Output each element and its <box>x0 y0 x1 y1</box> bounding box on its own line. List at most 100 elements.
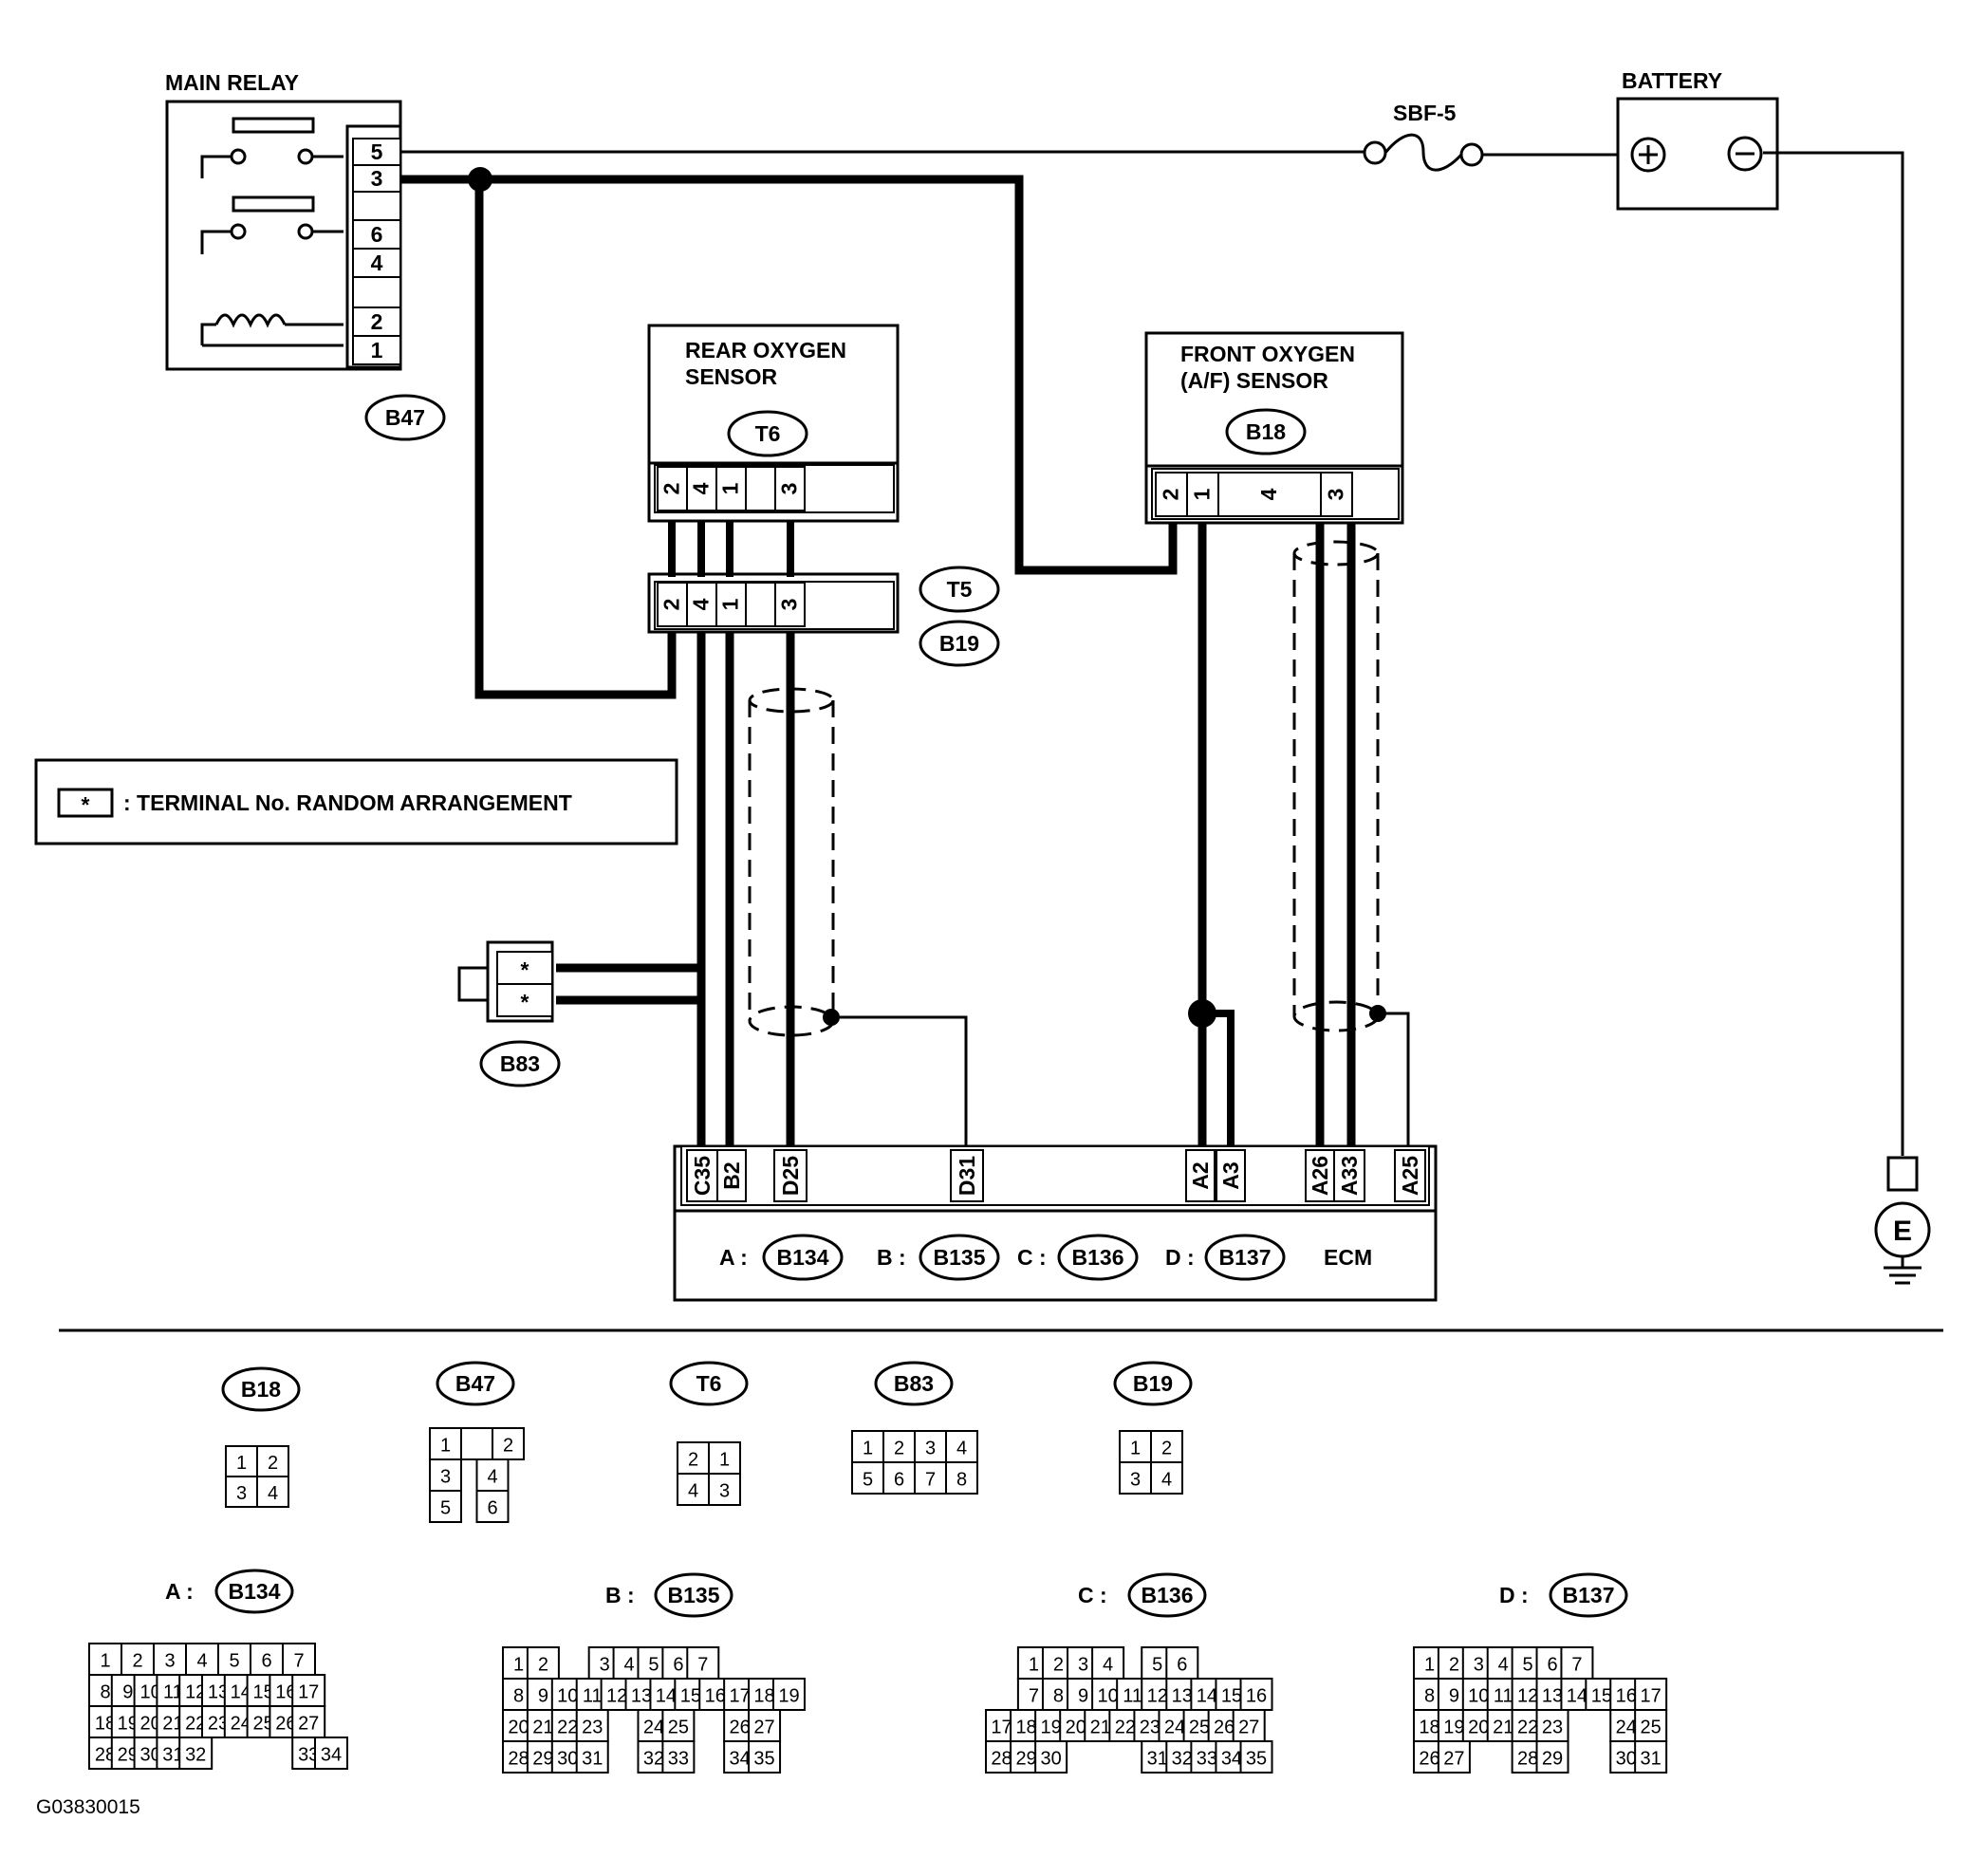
fuse-icon <box>1383 133 1463 172</box>
connector-pin: 34 <box>321 1745 342 1766</box>
connector-pin: 2 <box>1053 1655 1064 1676</box>
connector-pin: 15 <box>1591 1686 1612 1707</box>
connector-pin: 1 <box>513 1655 524 1676</box>
connector-pin: 13 <box>208 1682 229 1703</box>
rear-sensor-pin: 2 <box>659 483 684 495</box>
relay-pin: 3 <box>371 166 383 191</box>
face-label-b134: B134 <box>229 1579 281 1604</box>
face-label-b135: B135 <box>668 1583 720 1607</box>
wire-battery-ground <box>1763 151 1904 1156</box>
connector-pin: 10 <box>557 1686 578 1707</box>
connector-pin: 18 <box>1419 1718 1439 1738</box>
splice-point <box>468 167 492 192</box>
connector-pin: 20 <box>1468 1718 1489 1738</box>
connector-pin: 3 <box>1078 1655 1088 1676</box>
connector-pin: 5 <box>440 1498 451 1519</box>
connector-pin: 19 <box>1041 1718 1062 1738</box>
connector-pin: 31 <box>162 1745 183 1766</box>
main-relay-label: MAIN RELAY <box>165 70 299 95</box>
t5-pin: 4 <box>689 598 714 610</box>
relay-coil-icon <box>214 313 287 328</box>
connector-pin: 25 <box>1189 1718 1210 1738</box>
connector-pin: 24 <box>1164 1718 1185 1738</box>
connector-pin: 2 <box>503 1436 513 1457</box>
ecm-pin: A25 <box>1398 1156 1422 1196</box>
connector-pin: 4 <box>1498 1655 1509 1676</box>
connector-pin: 33 <box>298 1745 319 1766</box>
t5-pin-cell <box>686 582 717 627</box>
connector-label-b137: B137 <box>1219 1245 1272 1270</box>
connector-pin: 26 <box>1214 1718 1235 1738</box>
front-sensor-pin: 2 <box>1159 489 1183 501</box>
connector-pin: 21 <box>162 1714 183 1735</box>
connector-pin: 4 <box>688 1481 698 1502</box>
connector-pin: 28 <box>95 1745 116 1766</box>
rear-sensor-pin: 1 <box>718 482 743 494</box>
relay-pin-cell <box>352 276 401 308</box>
front-sensor-pin-cell <box>1217 472 1322 517</box>
connector-pin: 26 <box>1419 1749 1439 1770</box>
connector-pin: 19 <box>778 1686 799 1707</box>
relay-pin: 6 <box>371 222 383 247</box>
connector-pin: 32 <box>643 1749 664 1770</box>
connector-pin: 3 <box>719 1481 730 1502</box>
ecm-pin-cell <box>1216 1149 1246 1202</box>
connector-pin-cell <box>1150 1461 1183 1495</box>
connector-pin: 22 <box>1115 1718 1136 1738</box>
connector-pin-cell <box>88 1643 122 1676</box>
wire-front-shield-drain <box>1378 1012 1410 1146</box>
connector-pin: 21 <box>1090 1718 1111 1738</box>
connector-pin: 4 <box>624 1655 635 1676</box>
connector-pin-cell <box>1091 1646 1125 1680</box>
relay-pin-cell <box>352 138 401 166</box>
ecm-pin: A26 <box>1308 1156 1332 1196</box>
connector-pin: 22 <box>557 1718 578 1738</box>
connector-pin: 15 <box>680 1686 701 1707</box>
connector-pin: 9 <box>1449 1686 1459 1707</box>
connector-pin: 6 <box>261 1651 271 1672</box>
connector-pin: 34 <box>1221 1749 1242 1770</box>
face-label-b19: B19 <box>1133 1371 1173 1396</box>
connector-label-b134: B134 <box>777 1245 829 1270</box>
connector-pin: 8 <box>100 1682 110 1703</box>
face-label-b83: B83 <box>894 1371 934 1396</box>
connector-label-t5: T5 <box>947 577 973 602</box>
connector-pin: 22 <box>185 1714 206 1735</box>
connector-pin: 1 <box>236 1453 247 1474</box>
connector-pin: 16 <box>275 1682 296 1703</box>
face-prefix-d: D : <box>1499 1583 1529 1607</box>
front-sensor-pin-cell <box>1186 472 1219 517</box>
connector-pin-cell <box>882 1430 916 1463</box>
connector-pin-cell <box>708 1473 741 1506</box>
connector-pin: 1 <box>1130 1439 1141 1459</box>
ecm-pin: C35 <box>690 1156 715 1196</box>
connector-pin: 7 <box>925 1470 936 1491</box>
connector-pin: 29 <box>1015 1749 1036 1770</box>
front-sensor-label-line1: FRONT OXYGEN <box>1180 342 1355 366</box>
relay-pin-cell <box>352 306 401 337</box>
connector-pin: 17 <box>730 1686 751 1707</box>
connector-pin: 2 <box>1161 1439 1172 1459</box>
connector-pin-cell <box>492 1427 525 1460</box>
relay-pin-cell <box>352 335 401 365</box>
connector-pin: 11 <box>583 1686 603 1707</box>
connector-pin-cell <box>1239 1678 1273 1711</box>
connector-pin-cell <box>851 1430 884 1463</box>
connector-pin: 4 <box>268 1483 278 1504</box>
ecm-pin-cell <box>1333 1149 1365 1202</box>
ecm-label: ECM <box>1324 1245 1372 1270</box>
relay-pin-cell <box>352 164 401 193</box>
connector-label-b135: B135 <box>934 1245 986 1270</box>
connector-pin: 23 <box>1542 1718 1563 1738</box>
connector-pin: 6 <box>487 1498 497 1519</box>
connector-pin-cell <box>851 1461 884 1495</box>
connector-pin-cell <box>677 1473 710 1506</box>
connector-pin: 28 <box>991 1749 1012 1770</box>
connector-pin-cell <box>945 1461 978 1495</box>
ecm-pin: A2 <box>1188 1161 1213 1189</box>
connector-label-t6: T6 <box>755 421 781 446</box>
shield-front <box>1292 540 1380 1032</box>
connector-pin-cell <box>314 1737 348 1770</box>
